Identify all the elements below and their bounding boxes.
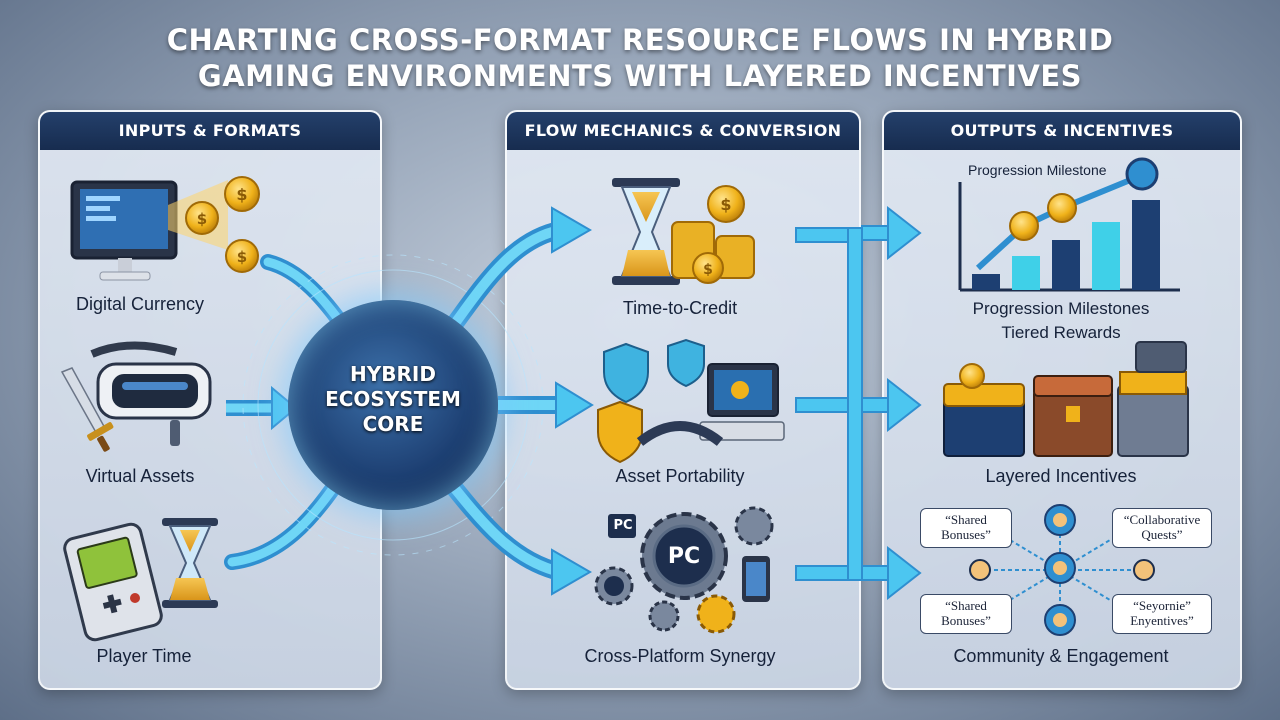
core-line-2: ECOSYSTEM (325, 387, 461, 411)
time-to-credit-label: Time-to-Credit (622, 298, 738, 318)
hourglass-icon (162, 518, 218, 608)
title-line-2: GAMING ENVIRONMENTS WITH LAYERED INCENTI… (197, 59, 1083, 93)
sword-icon (60, 367, 114, 452)
title-line-1: CHARTING CROSS-FORMAT RESOURCE FLOWS IN … (166, 23, 1114, 57)
svg-text:$: $ (720, 195, 731, 214)
pc-gear-label: PC (667, 544, 701, 569)
coin-stack-icon: $ $ (671, 185, 755, 284)
svg-text:$: $ (197, 210, 207, 228)
gears-icon (594, 506, 774, 634)
handheld-console-icon (63, 522, 163, 642)
bubble-shared-bonuses-bottom: “Shared Bonuses” (920, 594, 1012, 634)
svg-text:$: $ (236, 185, 247, 204)
community-network-icon (969, 504, 1155, 636)
ecosystem-core-globe (288, 300, 498, 510)
asset-portability-label: Asset Portability (615, 466, 745, 486)
digital-currency-label: Digital Currency (75, 294, 205, 314)
bubble-seyornie-enyentives: “Seyornie” Enyentives” (1112, 594, 1212, 634)
core-line-1: HYBRID (350, 362, 436, 386)
bubble-collaborative-quests: “Collaborative Quests” (1112, 508, 1212, 548)
milestone-chart-icon (958, 157, 1180, 292)
layered-incentives-label: Layered Incentives (985, 466, 1137, 486)
chart-milestone-label: Progression Milestone (968, 162, 1107, 178)
monitor-icon (70, 180, 178, 281)
computer-icon (636, 363, 785, 446)
coin-icon: $ $ $ (185, 176, 260, 273)
community-engagement-label: Community & Engagement (953, 646, 1169, 666)
svg-text:$: $ (703, 262, 713, 278)
infographic-title: CHARTING CROSS-FORMAT RESOURCE FLOWS IN … (0, 22, 1280, 94)
shield-icon (597, 338, 705, 464)
outputs-panel-header: OUTPUTS & INCENTIVES (884, 112, 1240, 150)
treasure-chests-icon (943, 341, 1189, 457)
core-line-3: CORE (362, 412, 424, 436)
cross-platform-synergy-label: Cross-Platform Synergy (584, 646, 776, 666)
vr-headset-icon (90, 341, 212, 446)
time-credit-hourglass-icon (612, 178, 680, 285)
player-time-label: Player Time (96, 646, 192, 666)
bubble-shared-bonuses-top: “Shared Bonuses” (920, 508, 1012, 548)
ecosystem-core-label: HYBRID ECOSYSTEM CORE (288, 362, 498, 437)
virtual-assets-label: Virtual Assets (85, 466, 195, 486)
pc-badge-icon: PC (613, 518, 633, 533)
progression-milestones-label: Progression Milestones (972, 299, 1150, 318)
svg-text:$: $ (237, 248, 247, 266)
inputs-panel-header: INPUTS & FORMATS (40, 112, 380, 150)
tiered-rewards-label: Tiered Rewards (1001, 323, 1121, 342)
flow-panel-header: FLOW MECHANICS & CONVERSION (507, 112, 859, 150)
